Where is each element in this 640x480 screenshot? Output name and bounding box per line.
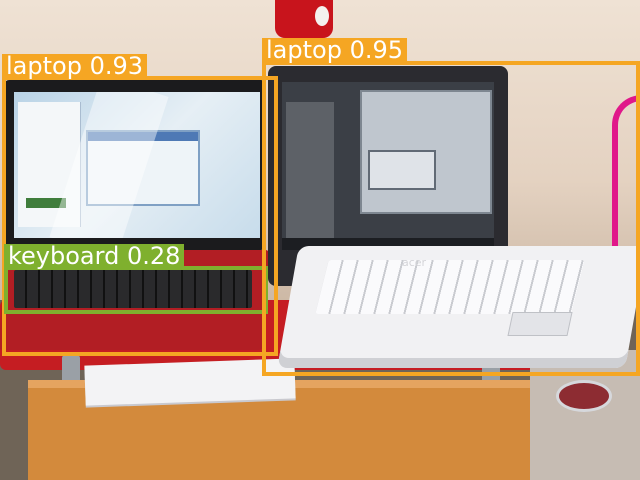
detection-box-laptop-right xyxy=(262,61,640,376)
detection-label-laptop-left: laptop 0.93 xyxy=(2,52,148,80)
detection-score: 0.93 xyxy=(89,52,144,80)
left-laptop-keyboard xyxy=(14,270,252,308)
detection-label-keyboard: keyboard 0.28 xyxy=(4,242,185,270)
right-clutter xyxy=(530,350,640,480)
left-laptop-screen xyxy=(14,92,260,238)
detection-class: laptop xyxy=(6,52,82,80)
detection-class: laptop xyxy=(266,36,342,64)
detection-score: 0.95 xyxy=(349,36,404,64)
detection-score: 0.28 xyxy=(126,242,181,270)
detection-class: keyboard xyxy=(8,242,120,270)
detection-label-laptop-right: laptop 0.95 xyxy=(262,36,408,64)
brand-logo: acer xyxy=(402,256,427,269)
detection-box-laptop-left xyxy=(2,76,278,356)
right-laptop-screen xyxy=(282,82,494,250)
cd-disc xyxy=(556,380,612,412)
red-polka-dot-object xyxy=(275,0,333,38)
detection-box-keyboard xyxy=(4,266,268,314)
